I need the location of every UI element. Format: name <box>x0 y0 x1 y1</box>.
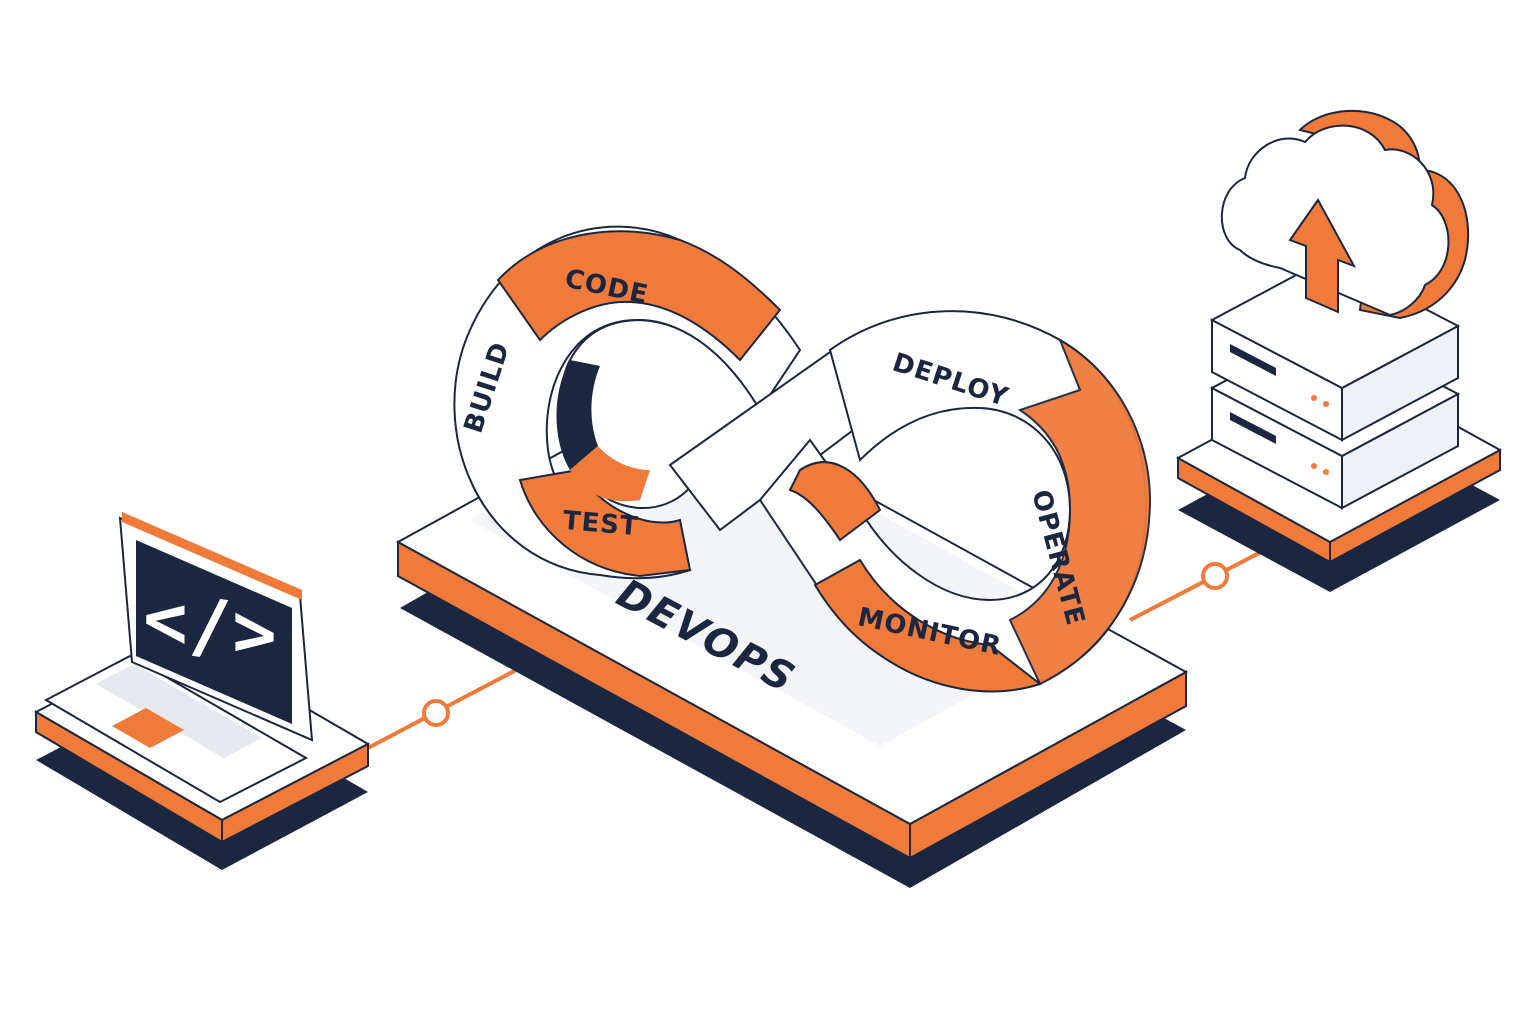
laptop-screen-glyph: </> <box>143 573 277 678</box>
cloud-upload-icon <box>1220 109 1470 320</box>
arrow-up-icon <box>1288 198 1357 314</box>
connector-node <box>422 699 450 727</box>
trackpad <box>112 708 184 748</box>
code-brackets-icon: </> <box>143 573 277 678</box>
laptop-icon: </> <box>33 512 371 870</box>
infinity-loop-icon: CODE BUILD TEST DEPLOY OPERATE MONITOR <box>453 225 1152 693</box>
stage-label-test: TEST <box>562 506 640 543</box>
connector-laptop-to-platform <box>367 666 521 750</box>
connector-node <box>1201 562 1229 590</box>
server-icon <box>1175 256 1503 592</box>
